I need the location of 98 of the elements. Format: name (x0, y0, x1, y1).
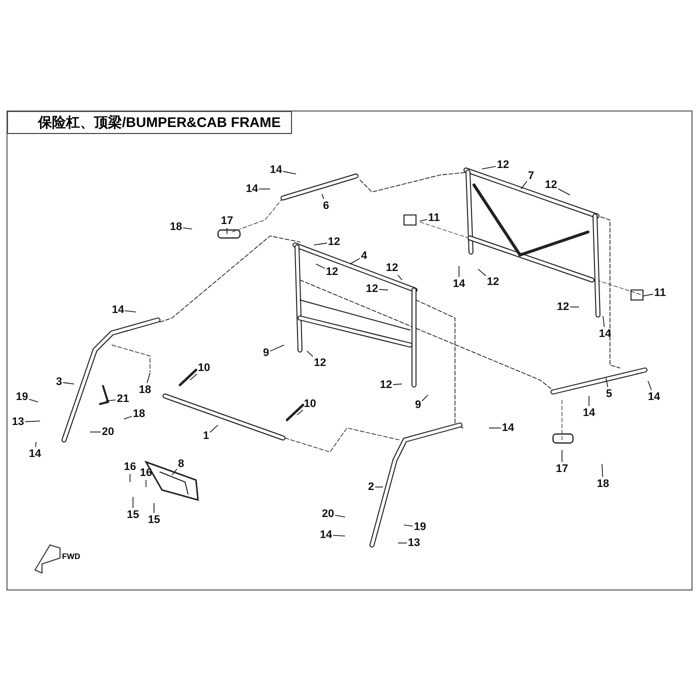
leader-line (258, 188, 270, 190)
callout-number: 9 (414, 399, 422, 411)
leader-line (642, 294, 654, 296)
leader-line (588, 396, 590, 406)
leader-line (226, 228, 228, 234)
leader-line (332, 534, 346, 536)
leader-line (458, 266, 460, 278)
callout-number: 18 (132, 408, 146, 420)
callout-number: 20 (322, 508, 334, 520)
leader-line (482, 166, 496, 170)
leader-line (316, 264, 326, 269)
callout-number: 18 (170, 221, 182, 233)
leader-line (124, 416, 132, 420)
callout-number: 1 (202, 430, 210, 442)
leader-line (24, 420, 40, 422)
leader-line (28, 398, 38, 402)
leader-line (322, 194, 324, 200)
leader-line (334, 514, 346, 518)
callout-number: 12 (544, 179, 558, 191)
callout-number: 15 (148, 514, 160, 526)
title-box: 保险杠、顶梁/BUMPER&CAB FRAME (7, 111, 292, 134)
leader-line (106, 399, 116, 402)
callout-number: 12 (386, 262, 398, 274)
callout-number: 17 (220, 215, 234, 227)
callout-number: 16 (140, 467, 152, 479)
callout-number: 9 (262, 347, 270, 359)
callout-number: 12 (366, 283, 378, 295)
callout-number: 14 (648, 391, 660, 403)
callout-number: 21 (116, 393, 130, 405)
leader-line (146, 372, 150, 384)
callout-number: 14 (598, 328, 612, 340)
callout-number: 10 (304, 398, 316, 410)
callout-number: 12 (326, 266, 338, 278)
leader-line (392, 384, 402, 385)
callout-number: 5 (606, 388, 612, 400)
leader-line (124, 310, 136, 312)
callout-number: 19 (414, 521, 426, 533)
callout-number: 4 (360, 250, 368, 262)
callout-number: 18 (596, 478, 610, 490)
callout-number: 12 (380, 379, 392, 391)
leader-line (397, 274, 402, 280)
callout-number: 15 (126, 509, 140, 521)
callout-number: 14 (502, 422, 514, 434)
leader-line (350, 258, 360, 264)
callout-number: 14 (112, 304, 124, 316)
callout-number: 13 (408, 537, 420, 549)
leader-line (422, 394, 428, 402)
leader-line (132, 496, 134, 508)
leader-line (314, 242, 328, 246)
callout-number: 12 (314, 357, 326, 369)
leader-line (398, 542, 408, 544)
leader-line (296, 410, 304, 416)
fwd-label: FWD (62, 552, 80, 561)
leader-line (420, 219, 428, 222)
leader-line (648, 380, 652, 390)
leader-line (62, 382, 74, 384)
leader-line (270, 344, 284, 352)
callout-number: 14 (270, 164, 282, 176)
leader-line (182, 227, 192, 230)
leader-line (374, 486, 384, 488)
leader-line (190, 374, 198, 380)
callout-number: 14 (28, 448, 42, 460)
leader-line (478, 268, 486, 276)
leader-line (520, 180, 528, 190)
callout-number: 14 (246, 183, 258, 195)
leader-line (558, 188, 570, 196)
callout-number: 19 (16, 391, 28, 403)
leader-line (570, 306, 580, 308)
callout-number: 16 (124, 461, 136, 473)
leader-line (35, 442, 36, 448)
callout-number: 12 (328, 236, 340, 248)
leader-line (282, 171, 296, 174)
callout-number: 17 (556, 463, 568, 475)
callout-number: 13 (12, 416, 24, 428)
callout-number: 10 (198, 362, 210, 374)
callout-number: 6 (322, 200, 330, 212)
callout-number: 18 (138, 384, 152, 396)
leader-line (210, 424, 218, 433)
callout-number: 2 (368, 481, 374, 493)
callout-number: 7 (528, 170, 534, 182)
callout-number: 14 (452, 278, 466, 290)
leader-line (306, 350, 314, 357)
leader-line (172, 468, 178, 476)
callout-number: 11 (654, 287, 666, 299)
callout-number: 20 (102, 426, 114, 438)
callout-number: 8 (178, 458, 184, 470)
leader-line (602, 464, 604, 478)
callout-number: 12 (486, 276, 500, 288)
callout-number: 14 (582, 407, 596, 419)
callout-number: 12 (496, 159, 510, 171)
callout-number: 14 (320, 529, 332, 541)
leader-line (606, 378, 608, 388)
leader-line (404, 524, 414, 526)
callout-number: 11 (428, 212, 440, 224)
leader-line (602, 316, 605, 328)
callout-number: 12 (556, 301, 570, 313)
callout-number: 3 (56, 376, 62, 388)
leader-line (378, 289, 388, 290)
